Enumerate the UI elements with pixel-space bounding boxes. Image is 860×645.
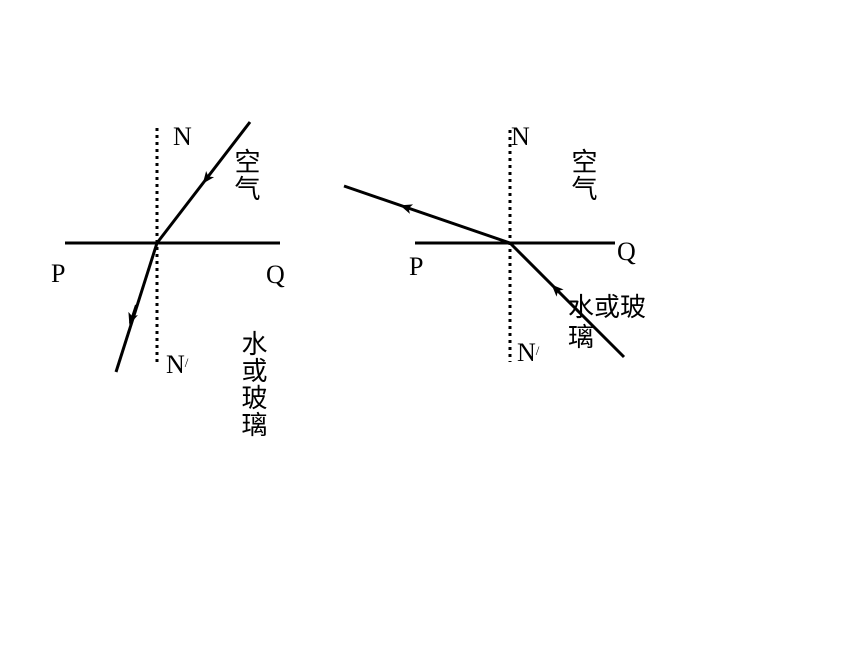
left-normal-bottom-prime: / (184, 355, 189, 370)
right-surface-right-label: Q (617, 237, 636, 266)
right-normal-bottom-label: N/ (517, 340, 539, 366)
left-normal-top-label: N (173, 122, 192, 151)
left-diagram (65, 121, 280, 373)
right-refracted-arrow (400, 204, 421, 214)
right-normal-bottom-prime: / (535, 343, 540, 358)
left-medium-bottom-label: 水或玻璃 (237, 330, 267, 438)
right-medium-top-label: 空气 (567, 148, 597, 202)
left-normal-bottom-letter: N (166, 350, 185, 379)
left-refracted-arrow (128, 304, 138, 325)
right-normal-top-label: N (511, 122, 530, 151)
left-medium-top-label: 空气 (230, 148, 260, 202)
right-medium-bottom-label: 水或玻璃 (568, 293, 647, 353)
right-incident-arrow (551, 284, 565, 298)
right-normal-bottom-letter: N (517, 338, 536, 367)
right-refracted-ray (343, 184, 511, 245)
right-incident-ray (508, 241, 626, 359)
left-surface-left-label: P (51, 259, 66, 288)
left-incident-arrow (202, 168, 215, 184)
right-diagram (343, 130, 626, 362)
right-surface-left-label: P (409, 252, 424, 281)
left-refracted-ray (114, 242, 159, 373)
left-normal-bottom-label: N/ (166, 352, 188, 378)
left-surface-right-label: Q (266, 260, 285, 289)
